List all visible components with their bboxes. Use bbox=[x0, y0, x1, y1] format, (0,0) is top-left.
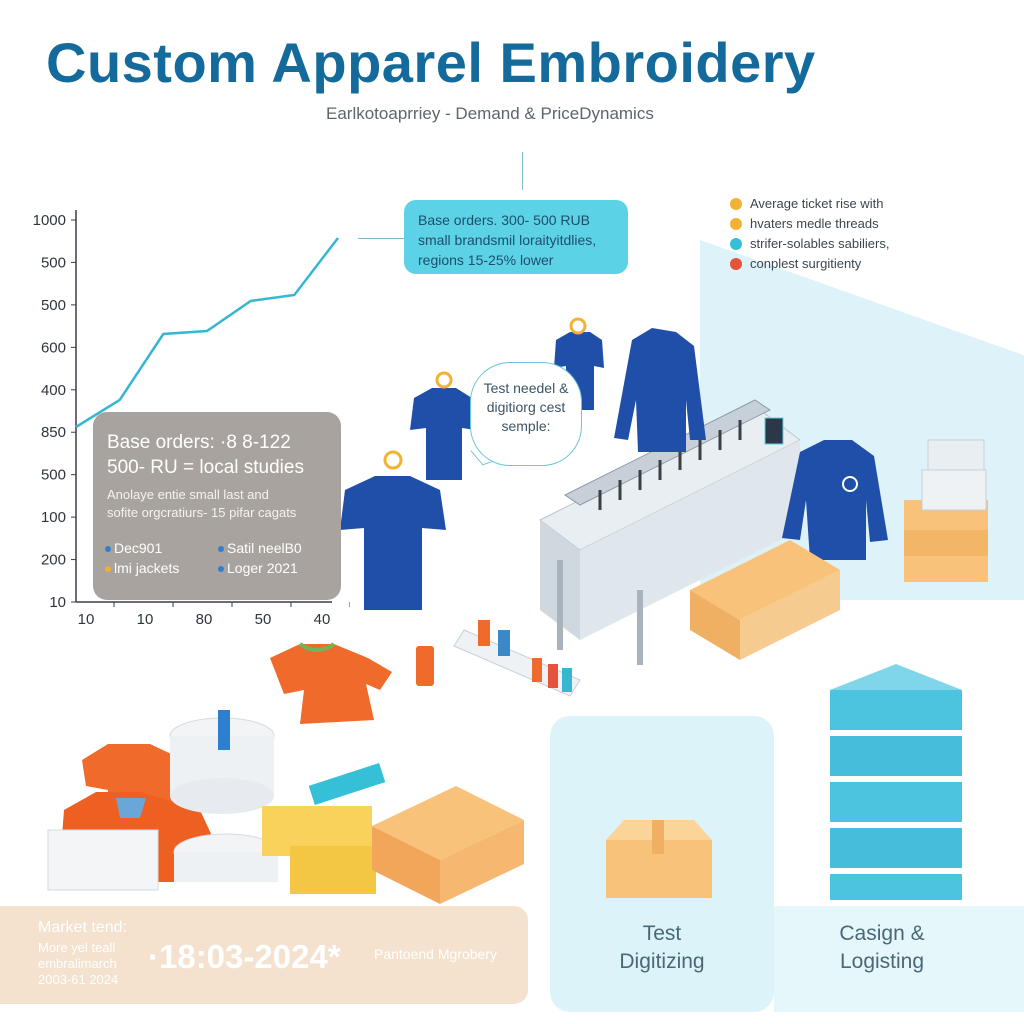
y-tick-label: 500 bbox=[41, 254, 66, 271]
x-tick-label: 40 bbox=[314, 611, 331, 628]
casign-logisting-panel bbox=[774, 906, 1024, 1012]
y-tick-label: 1000 bbox=[33, 212, 66, 229]
y-tick-label: 850 bbox=[41, 424, 66, 441]
orange-tshirt-icon bbox=[270, 642, 392, 724]
market-date: ·18:03-2024* bbox=[148, 938, 341, 975]
y-tick-label: 500 bbox=[41, 297, 66, 314]
callout-connector bbox=[522, 152, 523, 190]
blue-jacket-icon bbox=[614, 328, 706, 452]
bullet-dot-icon bbox=[730, 238, 742, 250]
bullet-dot-icon bbox=[730, 258, 742, 270]
bullet-item: Average ticket rise with bbox=[730, 194, 889, 214]
legend-item: Loger 2021 bbox=[218, 560, 331, 576]
x-tick-label: 50 bbox=[255, 611, 272, 628]
callout-line: small brandsmil loraityitdlies, bbox=[418, 232, 597, 248]
test-digitizing-label: Test Digitizing bbox=[619, 922, 705, 973]
bullet-dot-icon bbox=[730, 198, 742, 210]
cardboard-box-icon bbox=[372, 786, 524, 904]
bullet-item: strifer-solables sabiliers, bbox=[730, 234, 889, 254]
legend-item: Dec901 bbox=[105, 540, 218, 556]
blue-tshirt-icon bbox=[410, 371, 476, 480]
blue-tshirt-icon bbox=[340, 450, 446, 610]
y-tick-label: 500 bbox=[41, 467, 66, 484]
x-tick-label: 10 bbox=[78, 611, 95, 628]
card-note: Anolaye entie small last and sofite orgc… bbox=[107, 487, 297, 520]
y-tick-label: 600 bbox=[41, 339, 66, 356]
callout-line: Base orders. 300- 500 RUB bbox=[418, 212, 590, 228]
fabric-stack-icon bbox=[47, 710, 279, 891]
market-details: More yel teall embralimarch 2003-61 2024 bbox=[38, 940, 119, 987]
callout-connector bbox=[358, 238, 404, 239]
speech-bubble: Test needel & digitiorg cest semple: bbox=[470, 362, 582, 466]
y-tick-label: 400 bbox=[41, 382, 66, 399]
pricing-callout: Base orders. 300- 500 RUB small brandsmi… bbox=[404, 200, 628, 274]
series-line bbox=[75, 237, 339, 429]
bullet-item: hvaters medle threads bbox=[730, 214, 889, 234]
y-tick-label: 100 bbox=[41, 509, 66, 526]
casign-logisting-label: Casign & Logisting bbox=[839, 922, 925, 973]
market-trend-card: Market tend: More yel teall embralimarch… bbox=[0, 906, 528, 1004]
market-note: Pantoend Mgrobery bbox=[374, 946, 497, 962]
line-chart: 1000 500 500 600 400 850 500 100 200 10 10 10 80 50 4… bbox=[33, 210, 350, 628]
yellow-blocks-icon bbox=[262, 763, 386, 894]
market-label: Market tend: bbox=[38, 919, 127, 936]
card-line: Base orders: ·8 8-122 bbox=[107, 432, 291, 453]
legend-dot-icon bbox=[105, 546, 111, 553]
card-legend: Dec901 Satil neelB0 lmi jackets Loger 20… bbox=[105, 540, 331, 576]
y-tick-label: 10 bbox=[49, 594, 66, 611]
thread-spools-icon bbox=[416, 620, 581, 697]
card-line: 500- RU = local studies bbox=[107, 457, 304, 478]
legend-item: lmi jackets bbox=[105, 560, 218, 576]
orange-tshirt-icon bbox=[62, 744, 212, 882]
legend-item: Satil neelB0 bbox=[218, 540, 331, 556]
page-subtitle: Earlkotoaprriey - Demand & PriceDynamics bbox=[326, 104, 654, 123]
page-title: Custom Apparel Embroidery bbox=[46, 31, 816, 94]
legend-dot-icon bbox=[218, 546, 224, 553]
callout-line: regions 15-25% lower bbox=[418, 252, 554, 268]
legend-dot-icon bbox=[218, 566, 224, 573]
light-blue-wall bbox=[700, 240, 1024, 600]
server-stack-icon bbox=[830, 664, 962, 900]
base-orders-card: Base orders: ·8 8-122 500- RU = local st… bbox=[93, 412, 341, 600]
y-tick-label: 200 bbox=[41, 552, 66, 569]
legend-dot-icon bbox=[105, 566, 111, 573]
bullet-dot-icon bbox=[730, 218, 742, 230]
bullet-list: Average ticket rise with hvaters medle t… bbox=[730, 194, 889, 274]
x-tick-label: 10 bbox=[137, 611, 154, 628]
bullet-item: conplest surgitienty bbox=[730, 254, 889, 274]
x-tick-label: 80 bbox=[196, 611, 213, 628]
